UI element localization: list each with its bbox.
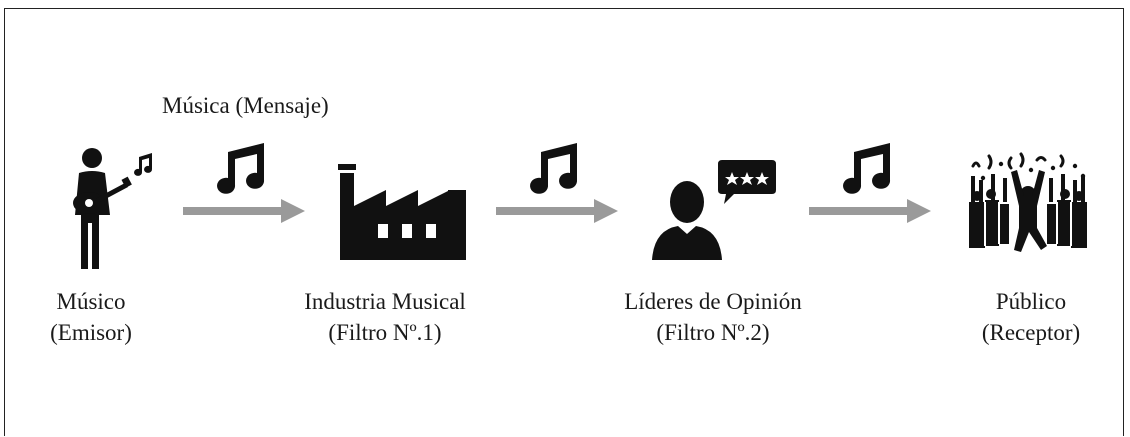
node-role: (Emisor) (50, 320, 132, 345)
diagram-frame (4, 8, 1124, 436)
node-role: (Receptor) (981, 320, 1081, 345)
node-title: Público (995, 289, 1067, 314)
guitarist-icon (73, 148, 153, 269)
arrow-right-icon (496, 199, 618, 223)
music-note-icon (530, 143, 578, 194)
node-label-industry: Industria Musical (Filtro Nº.1) (285, 286, 485, 348)
message-label: Música (Mensaje) (162, 93, 329, 118)
music-note-icon (843, 143, 891, 194)
node-title: Líderes de Opinión (624, 289, 802, 314)
factory-icon (338, 164, 466, 260)
arrow-right-icon (183, 199, 305, 223)
node-role: (Filtro Nº.2) (656, 320, 770, 345)
node-title: Industria Musical (304, 289, 466, 314)
node-label-opinion-leaders: Líderes de Opinión (Filtro Nº.2) (603, 286, 823, 348)
arrow-right-icon (809, 199, 931, 223)
music-note-icon (217, 143, 265, 194)
node-title: Músico (56, 289, 126, 314)
opinion-leader-icon (652, 160, 776, 260)
node-role: (Filtro Nº.1) (328, 320, 442, 345)
audience-crowd-icon (969, 152, 1087, 252)
node-label-audience: Público (Receptor) (967, 286, 1095, 348)
node-label-musician: Músico (Emisor) (41, 286, 141, 348)
